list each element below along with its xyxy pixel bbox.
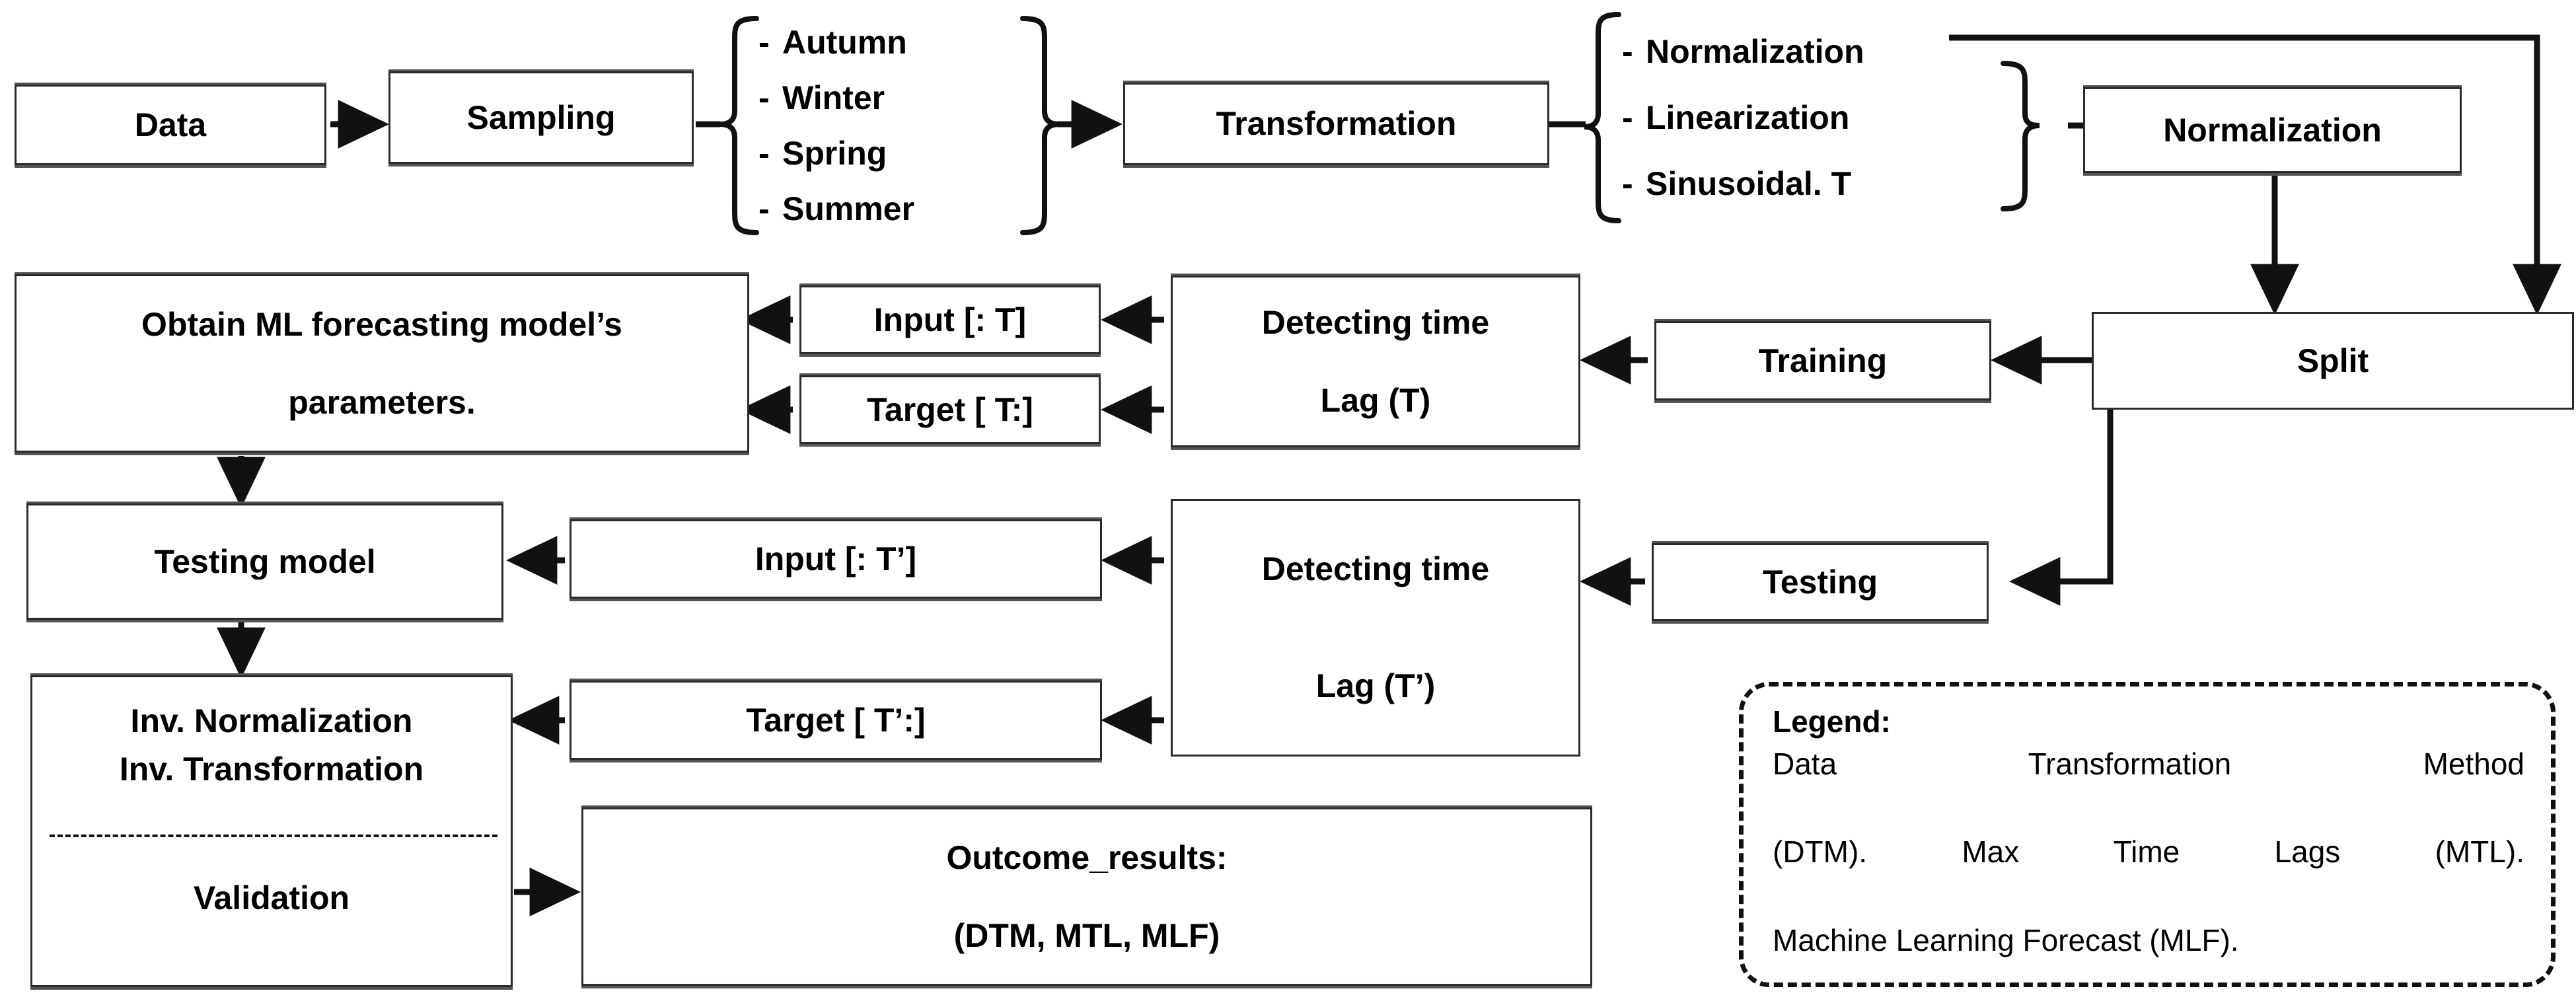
transform-label: Sinusoidal. T bbox=[1646, 165, 1852, 202]
season-bullet: - bbox=[758, 190, 770, 227]
node-target-tp[interactable]: Target [ T’:] bbox=[570, 681, 1102, 760]
line-normalization-item-to-split bbox=[1949, 34, 2561, 316]
season-label: Winter bbox=[782, 79, 885, 116]
node-testing-model-label: Testing model bbox=[154, 542, 376, 580]
season-item: -Winter bbox=[758, 79, 1023, 117]
node-input-t-label: Input [: T] bbox=[873, 301, 1027, 338]
node-outcome-results-label: Outcome_results: (DTM, MTL, MLF) bbox=[946, 838, 1228, 954]
node-input-tp-label: Input [: T’] bbox=[754, 540, 917, 577]
transform-method-list: -Normalization -Linearization -Sinusoida… bbox=[1622, 19, 1992, 217]
validation-text: Validation bbox=[193, 879, 350, 916]
node-sampling-label: Sampling bbox=[466, 98, 616, 136]
node-detecting-time-lag-t[interactable]: Detecting time Lag (T) bbox=[1171, 276, 1580, 447]
legend-body: Data Transformation Method (DTM). Max Ti… bbox=[1773, 742, 2524, 962]
node-training-label: Training bbox=[1758, 342, 1888, 379]
node-obtain-ml-parameters[interactable]: Obtain ML forecasting model’s parameters… bbox=[15, 274, 749, 453]
transform-bullet: - bbox=[1622, 99, 1633, 136]
season-label: Spring bbox=[782, 135, 887, 172]
season-item: -Spring bbox=[758, 134, 1023, 172]
season-list: -Autumn -Winter -Spring -Summer bbox=[758, 15, 1023, 237]
transform-item: -Sinusoidal. T bbox=[1622, 165, 1992, 203]
legend-line: (DTM). Max Time Lags (MTL). bbox=[1773, 834, 2524, 870]
legend-line: Machine Learning Forecast (MLF). bbox=[1773, 922, 2239, 957]
transform-label: Normalization bbox=[1646, 33, 1864, 70]
node-detecting-time-lag-tp[interactable]: Detecting time Lag (T’) bbox=[1171, 499, 1580, 757]
node-normalization[interactable]: Normalization bbox=[2083, 87, 2462, 173]
brace-seasons-left bbox=[719, 16, 759, 235]
node-target-t[interactable]: Target [ T:] bbox=[799, 375, 1101, 444]
season-item: -Autumn bbox=[758, 23, 1023, 61]
transform-bullet: - bbox=[1622, 33, 1633, 70]
season-bullet: - bbox=[758, 135, 770, 172]
brace-methods-left bbox=[1584, 12, 1621, 223]
node-data-label: Data bbox=[134, 106, 207, 143]
season-bullet: - bbox=[758, 79, 770, 116]
node-split[interactable]: Split bbox=[2092, 312, 2574, 410]
season-bullet: - bbox=[758, 24, 770, 61]
node-inv-normalization-validation[interactable]: Inv. Normalization Inv. Transformation V… bbox=[30, 675, 513, 987]
node-sampling[interactable]: Sampling bbox=[388, 71, 694, 164]
inv-validation-divider bbox=[50, 834, 497, 837]
transform-bullet: - bbox=[1622, 165, 1633, 202]
season-label: Autumn bbox=[782, 24, 907, 61]
transform-label: Linearization bbox=[1646, 99, 1850, 136]
node-target-t-label: Target [ T:] bbox=[867, 390, 1033, 428]
node-detecting-time-lag-tp-label: Detecting time Lag (T’) bbox=[1261, 550, 1490, 704]
node-transformation-label: Transformation bbox=[1216, 105, 1457, 142]
season-label: Summer bbox=[782, 190, 915, 227]
node-obtain-ml-parameters-label: Obtain ML forecasting model’s parameters… bbox=[141, 305, 622, 421]
line-split-to-testing bbox=[2008, 410, 2114, 606]
node-split-label: Split bbox=[2297, 342, 2369, 379]
brace-methods-right bbox=[2001, 61, 2040, 211]
node-input-t[interactable]: Input [: T] bbox=[799, 285, 1101, 354]
node-target-tp-label: Target [ T’:] bbox=[746, 701, 926, 739]
node-testing-label: Testing bbox=[1762, 563, 1878, 601]
node-transformation[interactable]: Transformation bbox=[1123, 83, 1549, 165]
node-normalization-label: Normalization bbox=[2163, 111, 2382, 149]
node-data[interactable]: Data bbox=[15, 85, 326, 165]
legend-box: Legend: Data Transformation Method (DTM)… bbox=[1739, 682, 2556, 987]
inv-normalization-text: Inv. Normalization Inv. Transformation bbox=[119, 702, 424, 788]
legend-line: Data Transformation Method bbox=[1773, 747, 2524, 781]
node-testing-model[interactable]: Testing model bbox=[26, 503, 503, 620]
node-testing[interactable]: Testing bbox=[1652, 543, 1989, 621]
node-input-tp[interactable]: Input [: T’] bbox=[570, 519, 1102, 599]
node-detecting-time-lag-t-label: Detecting time Lag (T) bbox=[1261, 303, 1490, 419]
legend-title: Legend: bbox=[1773, 704, 1891, 739]
node-outcome-results[interactable]: Outcome_results: (DTM, MTL, MLF) bbox=[581, 807, 1592, 986]
transform-item: -Linearization bbox=[1622, 98, 1992, 137]
transform-item: -Normalization bbox=[1622, 32, 1992, 71]
brace-seasons-right bbox=[1020, 16, 1060, 235]
node-training[interactable]: Training bbox=[1654, 321, 1991, 400]
season-item: -Summer bbox=[758, 190, 1023, 228]
